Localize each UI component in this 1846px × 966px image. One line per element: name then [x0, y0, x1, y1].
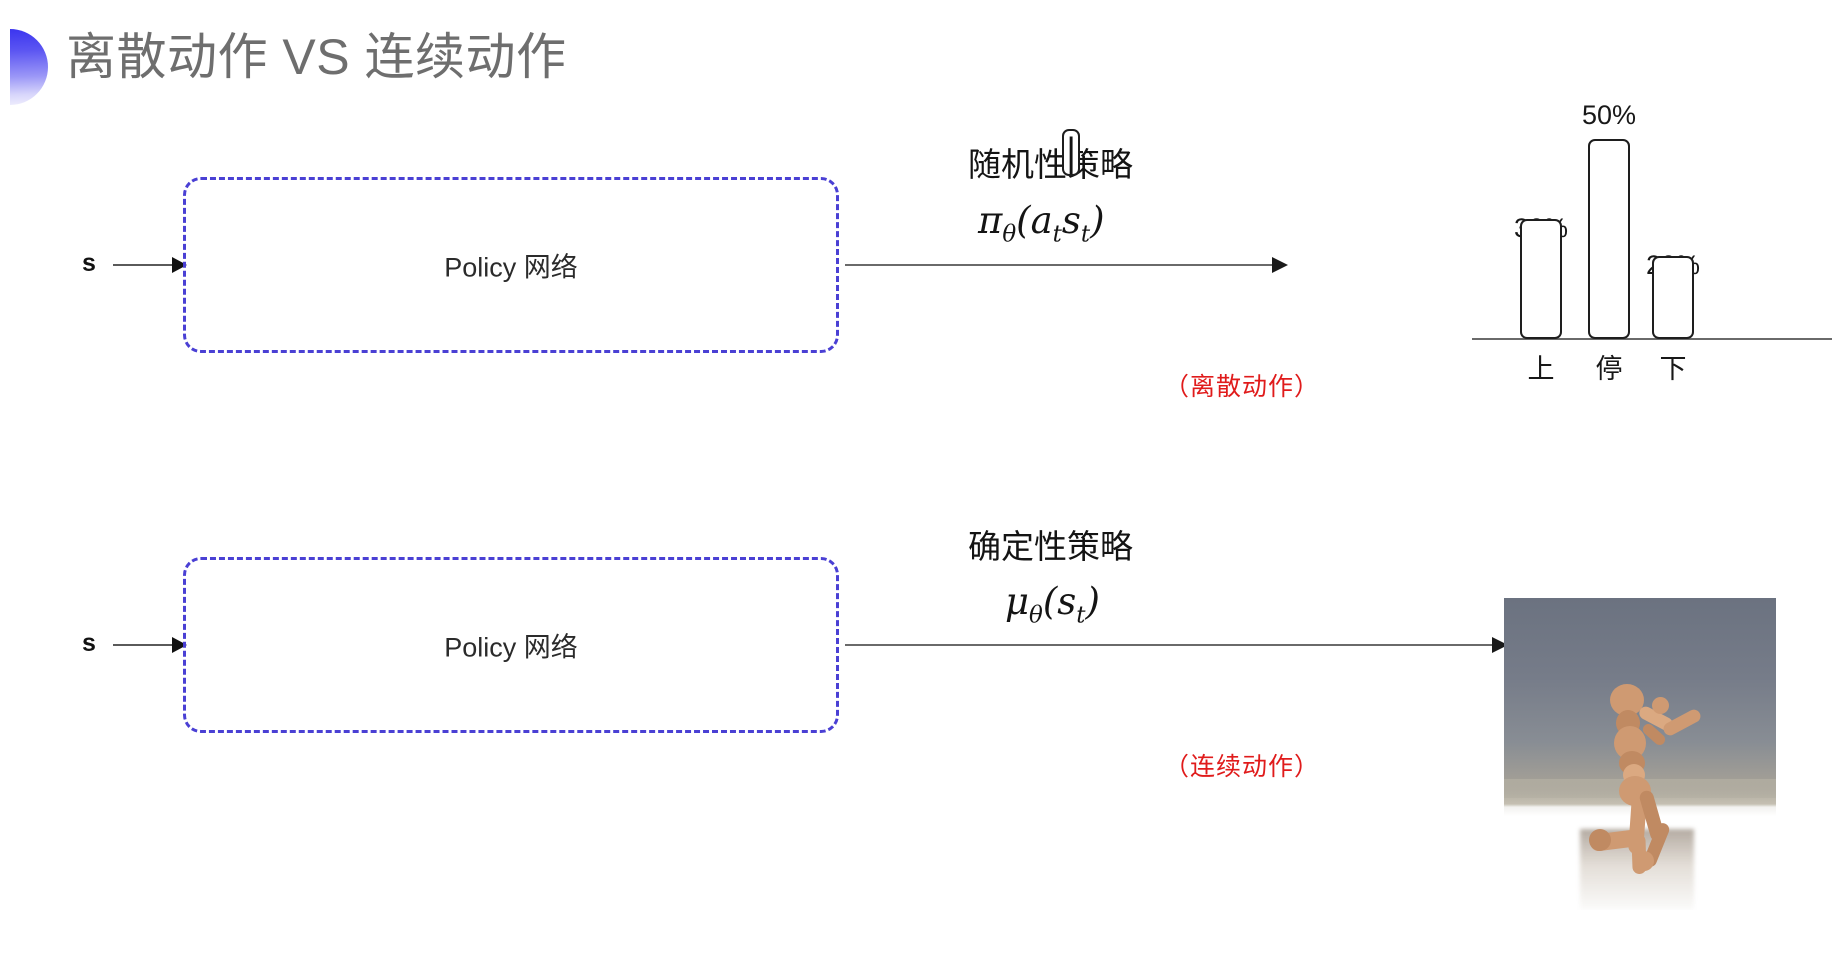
formula-open-paren: (	[1016, 199, 1031, 242]
formula-mu: μ	[1005, 580, 1030, 623]
bar-1	[1588, 139, 1630, 339]
annotation-title-deterministic: 确定性策略	[968, 528, 1133, 565]
formula-conditional-bar: |	[1061, 129, 1081, 177]
formula-state-subscript: t	[1080, 221, 1091, 248]
title-decor-halfcircle-icon	[10, 29, 48, 105]
formula-pi: π	[978, 199, 1003, 242]
formula-state-2: s	[1057, 580, 1077, 623]
annotation-title-stochastic: 随机性策略	[968, 146, 1133, 183]
formula-mu-subscript: θ	[1029, 602, 1043, 629]
bar-category-label-2: 下	[1659, 354, 1687, 384]
bar-category-label-1: 停	[1595, 354, 1623, 384]
page-title: 离散动作 VS 连续动作	[66, 29, 567, 85]
formula-close-paren: )	[1090, 199, 1105, 242]
action-probability-bar-chart: 30% 上 50% 停 20% 下	[1472, 100, 1832, 410]
humanoid-foot-right	[1634, 851, 1654, 871]
formula-deterministic-policy: μθ(st)	[1005, 580, 1100, 628]
output-arrow-discrete	[845, 264, 1285, 266]
bar-0	[1520, 219, 1562, 339]
formula-state: s	[1061, 199, 1081, 242]
formula-open-paren-2: (	[1042, 580, 1058, 623]
input-state-label-continuous: s	[82, 629, 96, 657]
bar-2	[1652, 256, 1694, 339]
policy-network-box-continuous[interactable]: Policy 网络	[183, 557, 839, 733]
humanoid-simulation-image	[1504, 598, 1776, 910]
formula-action-subscript: t	[1052, 221, 1062, 248]
formula-state-subscript-2: t	[1076, 602, 1086, 629]
policy-network-box-discrete[interactable]: Policy 网络	[183, 177, 839, 353]
formula-pi-subscript: θ	[1002, 221, 1017, 248]
formula-action: a	[1030, 199, 1053, 242]
input-state-label-discrete: s	[82, 249, 96, 277]
formula-stochastic-policy: πθ(at | st)	[978, 129, 1105, 248]
input-arrow-discrete	[113, 264, 185, 266]
formula-close-paren-2: )	[1085, 580, 1100, 623]
bar-category-label-0: 上	[1527, 354, 1555, 384]
annotation-note-continuous: （连续动作）	[1164, 753, 1321, 781]
annotation-note-discrete: （离散动作）	[1164, 373, 1321, 401]
humanoid-hand-left	[1652, 697, 1669, 714]
chart-x-axis	[1472, 338, 1832, 340]
policy-network-label-continuous: Policy 网络	[444, 632, 578, 663]
input-arrow-continuous	[113, 644, 185, 646]
output-arrow-continuous	[845, 644, 1505, 646]
bar-value-label-1: 50%	[1581, 100, 1637, 130]
policy-network-label-discrete: Policy 网络	[444, 252, 578, 283]
humanoid-heel-left	[1589, 829, 1611, 851]
